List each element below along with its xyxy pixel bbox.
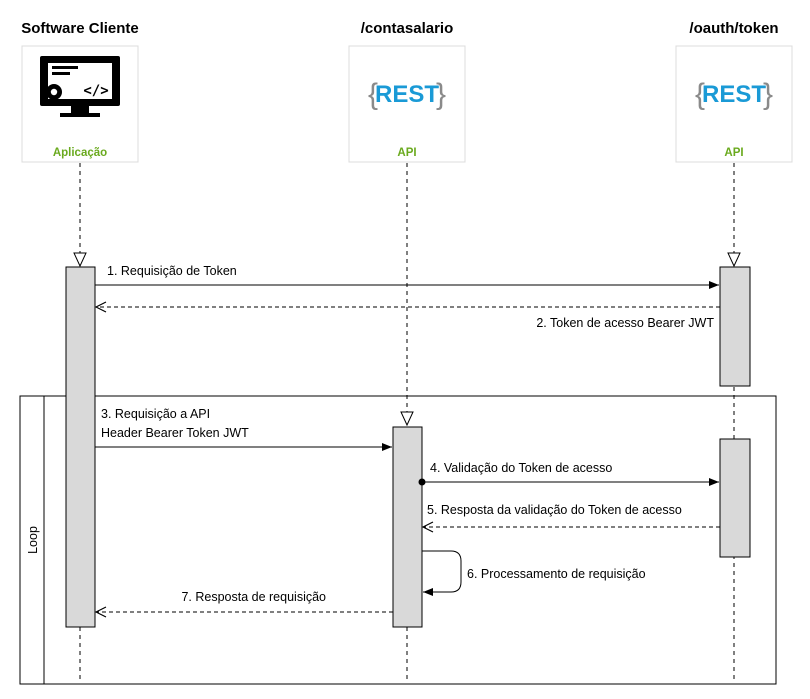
message-label: 4. Validação do Token de acesso [430, 461, 612, 475]
message-label: Header Bearer Token JWT [101, 426, 249, 440]
message-label: 5. Resposta da validação do Token de ace… [427, 503, 682, 517]
participant-title-client: Software Cliente [21, 20, 139, 37]
participant-card-contasalario: { REST } API [348, 45, 466, 163]
svg-text:}: } [436, 78, 446, 111]
svg-text:{: { [368, 78, 378, 111]
svg-text:}: } [763, 78, 773, 111]
loop-frame: Loop [19, 395, 777, 685]
lifeline-start-marker [400, 411, 414, 427]
rest-api-icon: { REST } [695, 78, 773, 111]
svg-text:REST: REST [702, 81, 766, 108]
participant-caption-oauth: API [724, 147, 743, 159]
participant-caption-contasalario: API [397, 147, 416, 159]
message-label: 2. Token de acesso Bearer JWT [536, 316, 714, 330]
svg-text:</>: </> [83, 83, 108, 99]
participant-title-contasalario: /contasalario [361, 20, 454, 37]
loop-label: Loop [26, 526, 40, 554]
monitor-code-icon: </> [40, 56, 120, 117]
participant-card-oauth: { REST } API [675, 45, 793, 163]
lifeline-start-marker [73, 252, 87, 268]
activation-bar-contasalario [392, 426, 423, 628]
rest-api-icon: { REST } [368, 78, 446, 111]
message-label: 1. Requisição de Token [107, 264, 237, 278]
message-arrow [422, 550, 462, 596]
lifeline-start-marker [727, 252, 741, 268]
svg-text:REST: REST [375, 81, 439, 108]
message-label: 6. Processamento de requisição [467, 567, 646, 581]
message-label: 7. Resposta de requisição [181, 590, 326, 604]
activation-bar-oauth [719, 266, 751, 387]
activation-bar-oauth [719, 438, 751, 558]
participant-title-oauth: /oauth/token [689, 20, 778, 37]
participant-caption-client: Aplicação [53, 147, 107, 159]
message-label: 3. Requisição a API [101, 407, 210, 421]
activation-bar-client [65, 266, 96, 628]
svg-text:{: { [695, 78, 705, 111]
participant-card-client: </> Aplicação [21, 45, 139, 163]
